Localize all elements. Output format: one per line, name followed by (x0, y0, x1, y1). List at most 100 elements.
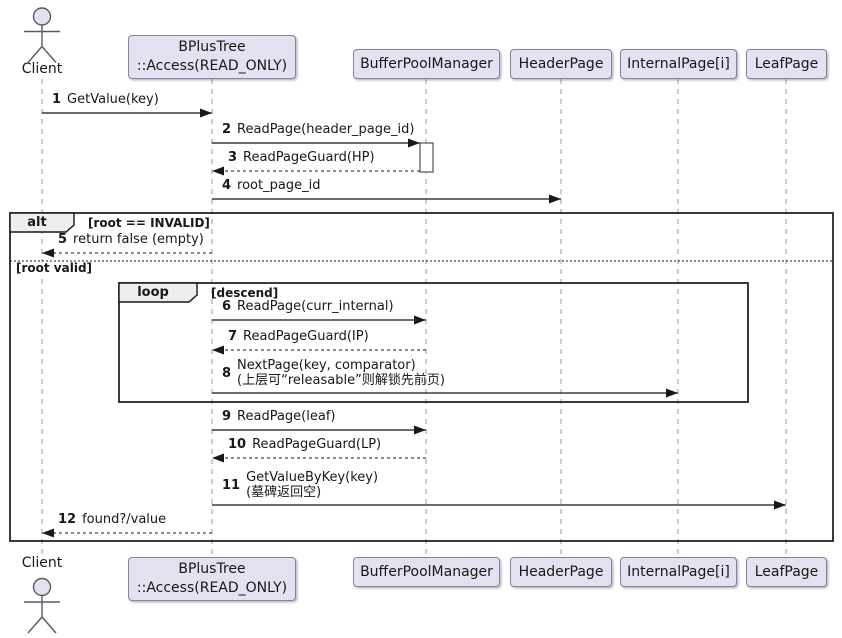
message-2-text-line: ReadPage(header_page_id) (237, 122, 415, 137)
message-6-label: 6 ReadPage(curr_internal) (222, 299, 394, 314)
message-5-number: 5 (58, 232, 68, 247)
message-4-number: 4 (222, 178, 232, 193)
message-9-text-line: ReadPage(leaf) (237, 409, 336, 424)
participant-label: HeaderPage (518, 563, 604, 580)
message-11-label: 11 GetValueByKey(key)(墓碑返回空) (222, 470, 378, 500)
message-5-label: 5 return false (empty) (58, 232, 204, 247)
participant-label: ::Access(READ_ONLY) (136, 580, 288, 596)
message-6-text-line: ReadPage(curr_internal) (237, 299, 394, 314)
participant-label: InternalPage[i] (627, 55, 730, 72)
message-10-number: 10 (228, 437, 247, 452)
message-2-text: ReadPage(header_page_id) (237, 122, 414, 137)
message-11-text: GetValueByKey(key)(墓碑返回空) (246, 470, 378, 500)
message-3-text-line: ReadPageGuard(HP) (243, 150, 375, 165)
message-12-number: 12 (58, 512, 77, 527)
participant-box-bufferpoolmanager-bottom: BufferPoolManager (353, 557, 500, 587)
message-8-text-line: (上层可“releasable”则解锁先前页) (237, 373, 445, 388)
message-2-number: 2 (222, 122, 232, 137)
loop-frame-guard: [descend] (211, 286, 279, 300)
message-2-label: 2 ReadPage(header_page_id) (222, 122, 414, 137)
message-10-label: 10 ReadPageGuard(LP) (228, 437, 381, 452)
message-9-arrowhead (414, 425, 426, 435)
actor-leg-left-top (27, 46, 43, 63)
participant-box-headerpage-bottom: HeaderPage (510, 557, 612, 587)
message-4-label: 4 root_page_id (222, 178, 320, 193)
message-11-text-line: GetValueByKey(key) (246, 470, 379, 485)
message-4-text: root_page_id (237, 178, 320, 193)
message-12-text-line: found?/value (82, 512, 167, 527)
message-9-text: ReadPage(leaf) (237, 409, 335, 424)
message-12-arrowhead (42, 528, 54, 538)
message-7-text: ReadPageGuard(IP) (243, 329, 369, 344)
message-1-text: GetValue(key) (67, 92, 159, 107)
loop-frame-label: loop (137, 285, 169, 300)
message-12-label: 12 found?/value (58, 512, 166, 527)
message-3-label: 3 ReadPageGuard(HP) (228, 150, 375, 165)
message-11-arrowhead (774, 500, 786, 510)
message-6-text: ReadPage(curr_internal) (237, 299, 394, 314)
participant-label: InternalPage[i] (627, 563, 730, 580)
message-7-number: 7 (228, 329, 238, 344)
message-1-text-line: GetValue(key) (67, 92, 159, 107)
participant-label: HeaderPage (518, 55, 604, 72)
message-4-arrowhead (549, 194, 561, 204)
message-8-text-line: NextPage(key, comparator) (237, 358, 416, 373)
participant-box-bplustree-bottom: BPlusTree::Access(READ_ONLY) (128, 557, 296, 601)
participant-box-leafpage-bottom: LeafPage (746, 557, 827, 587)
participant-box-bufferpoolmanager-top: BufferPoolManager (353, 49, 500, 79)
message-8-text: NextPage(key, comparator)(上层可“releasable… (237, 358, 445, 388)
participant-label: LeafPage (754, 55, 819, 72)
participant-box-internalpage-top: InternalPage[i] (620, 49, 737, 79)
message-9-number: 9 (222, 409, 232, 424)
loop-frame-label-pentagon (118, 282, 198, 303)
message-5-text-line: return false (empty) (73, 232, 204, 247)
message-12-text: found?/value (82, 512, 166, 527)
message-8-number: 8 (222, 365, 232, 381)
message-7-text-line: ReadPageGuard(IP) (243, 329, 369, 344)
message-10-text: ReadPageGuard(LP) (252, 437, 381, 452)
alt-frame (9, 212, 834, 542)
alt-frame-label: alt (27, 215, 47, 230)
alt-frame-label-pentagon (9, 212, 75, 233)
participant-label: BufferPoolManager (360, 55, 493, 72)
actor-label-bottom: Client (21, 555, 63, 571)
participant-box-internalpage-bottom: InternalPage[i] (620, 557, 737, 587)
alt-frame-guard: [root == INVALID] (88, 216, 210, 230)
message-8-label: 8 NextPage(key, comparator)(上层可“releasabl… (222, 358, 445, 388)
message-11-number: 11 (222, 477, 241, 493)
participant-box-headerpage-top: HeaderPage (510, 49, 612, 79)
loop-frame (118, 282, 749, 403)
participant-label: BPlusTree (178, 39, 246, 55)
actor-leg-right-bottom (41, 616, 57, 634)
message-3-number: 3 (228, 150, 238, 165)
message-1-label: 1 GetValue(key) (52, 92, 159, 107)
message-5-arrowhead (42, 248, 54, 258)
message-6-number: 6 (222, 299, 232, 314)
message-2-arrowhead (408, 138, 420, 148)
message-1-arrowhead (200, 108, 212, 118)
message-3-arrowhead (212, 166, 224, 176)
alt-else-guard: [root valid] (13, 262, 96, 275)
message-7-label: 7 ReadPageGuard(IP) (228, 329, 369, 344)
message-10-text-line: ReadPageGuard(LP) (252, 437, 382, 452)
activation-bar-bufferpoolmanager (419, 142, 434, 173)
message-11-text-line: (墓碑返回空) (246, 485, 322, 500)
message-5-text: return false (empty) (73, 232, 204, 247)
actor-label-top: Client (21, 61, 63, 77)
message-9-label: 9 ReadPage(leaf) (222, 409, 335, 424)
actor-leg-right-top (41, 46, 57, 63)
message-4-text-line: root_page_id (237, 178, 321, 193)
message-7-arrowhead (212, 345, 224, 355)
participant-box-bplustree-top: BPlusTree::Access(READ_ONLY) (128, 35, 296, 79)
message-3-text: ReadPageGuard(HP) (243, 150, 375, 165)
actor-leg-left-bottom (27, 616, 43, 634)
participant-label: LeafPage (754, 563, 819, 580)
participant-label: BPlusTree (178, 561, 246, 577)
participant-box-leafpage-top: LeafPage (746, 49, 827, 79)
message-8-arrowhead (666, 388, 678, 398)
message-1-number: 1 (52, 92, 62, 107)
participant-label: BufferPoolManager (360, 563, 493, 580)
